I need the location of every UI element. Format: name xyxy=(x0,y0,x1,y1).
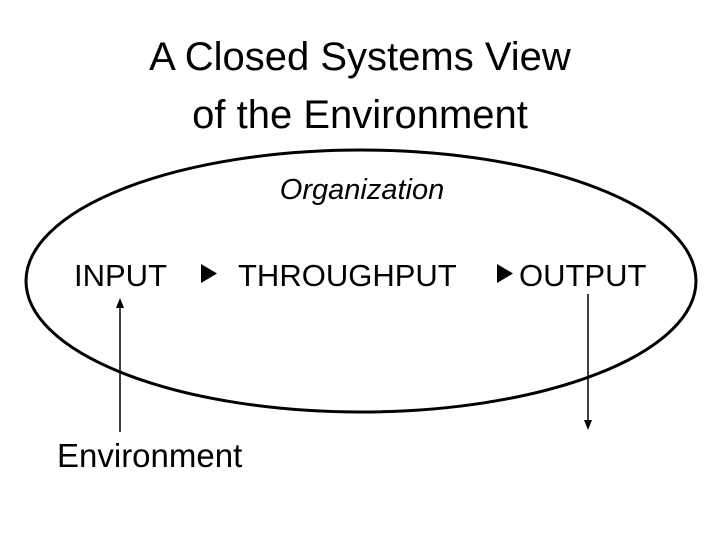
environment-to-input-arrowhead-icon xyxy=(116,298,124,308)
output-to-environment-arrowhead-icon xyxy=(584,420,592,430)
title-line-1: A Closed Systems View xyxy=(149,35,571,79)
input-to-throughput-arrowhead-icon xyxy=(201,264,217,283)
organization-boundary-ellipse xyxy=(24,148,698,414)
environment-label: Environment xyxy=(57,437,242,474)
slide-title: A Closed Systems View of the Environment xyxy=(0,28,720,144)
input-label: INPUT xyxy=(74,258,167,293)
title-line-2: of the Environment xyxy=(192,93,528,137)
output-label: OUTPUT xyxy=(519,258,647,293)
organization-label: Organization xyxy=(280,174,444,206)
throughput-to-output-arrowhead-icon xyxy=(497,264,513,283)
throughput-label: THROUGHPUT xyxy=(238,258,457,293)
